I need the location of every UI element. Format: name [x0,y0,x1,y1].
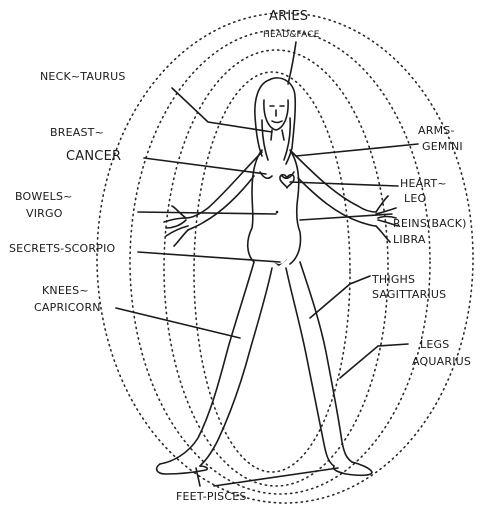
label-virgo-1: BOWELS~ [15,190,73,203]
label-sagittarius-1: THIGHS [371,273,415,286]
label-aries: ARIES [269,9,308,24]
torso-left [248,150,262,262]
neck [271,130,284,140]
leader-aquarius [340,344,408,378]
label-aquarius-1: LEGS [420,338,449,351]
leader-libra [300,214,392,220]
label-cancer-1: BREAST~ [50,126,104,139]
leader-virgo [138,212,276,214]
aura-rings [97,13,473,503]
face-features [270,106,284,123]
label-cancer-2: CANCER [66,149,121,164]
hair-strands [262,118,290,160]
leader-gemini [296,144,418,156]
label-taurus: NECK~TAURUS [40,70,126,83]
right-leg [286,262,352,466]
label-leo-2: LEO [404,192,426,205]
leader-scorpio [138,252,280,262]
label-gemini-2: GEMINI [422,140,463,153]
label-virgo-2: VIRGO [26,207,63,220]
aura-ring-outer [97,13,473,503]
left-foot [157,464,208,474]
label-scorpio: SECRETS-SCORPIO [9,242,116,255]
torso-right [290,150,301,264]
left-leg [160,262,272,466]
label-capricorn-1: KNEES~ [42,284,89,297]
label-libra-1: REINS(BACK) [393,217,467,230]
human-figure [157,78,398,475]
label-libra-2: LIBRA [393,233,426,246]
label-aquarius-2: AQUARIUS [412,355,471,368]
label-pisces: FEET-PISCES [176,490,247,503]
label-gemini-1: ARMS- [418,124,455,137]
leader-aries [288,42,296,84]
label-sagittarius-2: SAGITTARIUS [372,288,446,301]
leader-lines [116,42,418,486]
leader-pisces-right [214,468,338,486]
navel [276,211,279,214]
left-arm [186,152,262,230]
label-head-face: HEAD&FACE [263,30,320,40]
zodiac-labels: ARIES HEAD&FACE NECK~TAURUS BREAST~ CANC… [9,9,471,503]
right-arm [292,152,376,226]
label-capricorn-2: CAPRICORN [34,301,101,314]
leader-sagittarius [310,276,370,318]
label-leo-1: HEART~ [400,177,447,190]
